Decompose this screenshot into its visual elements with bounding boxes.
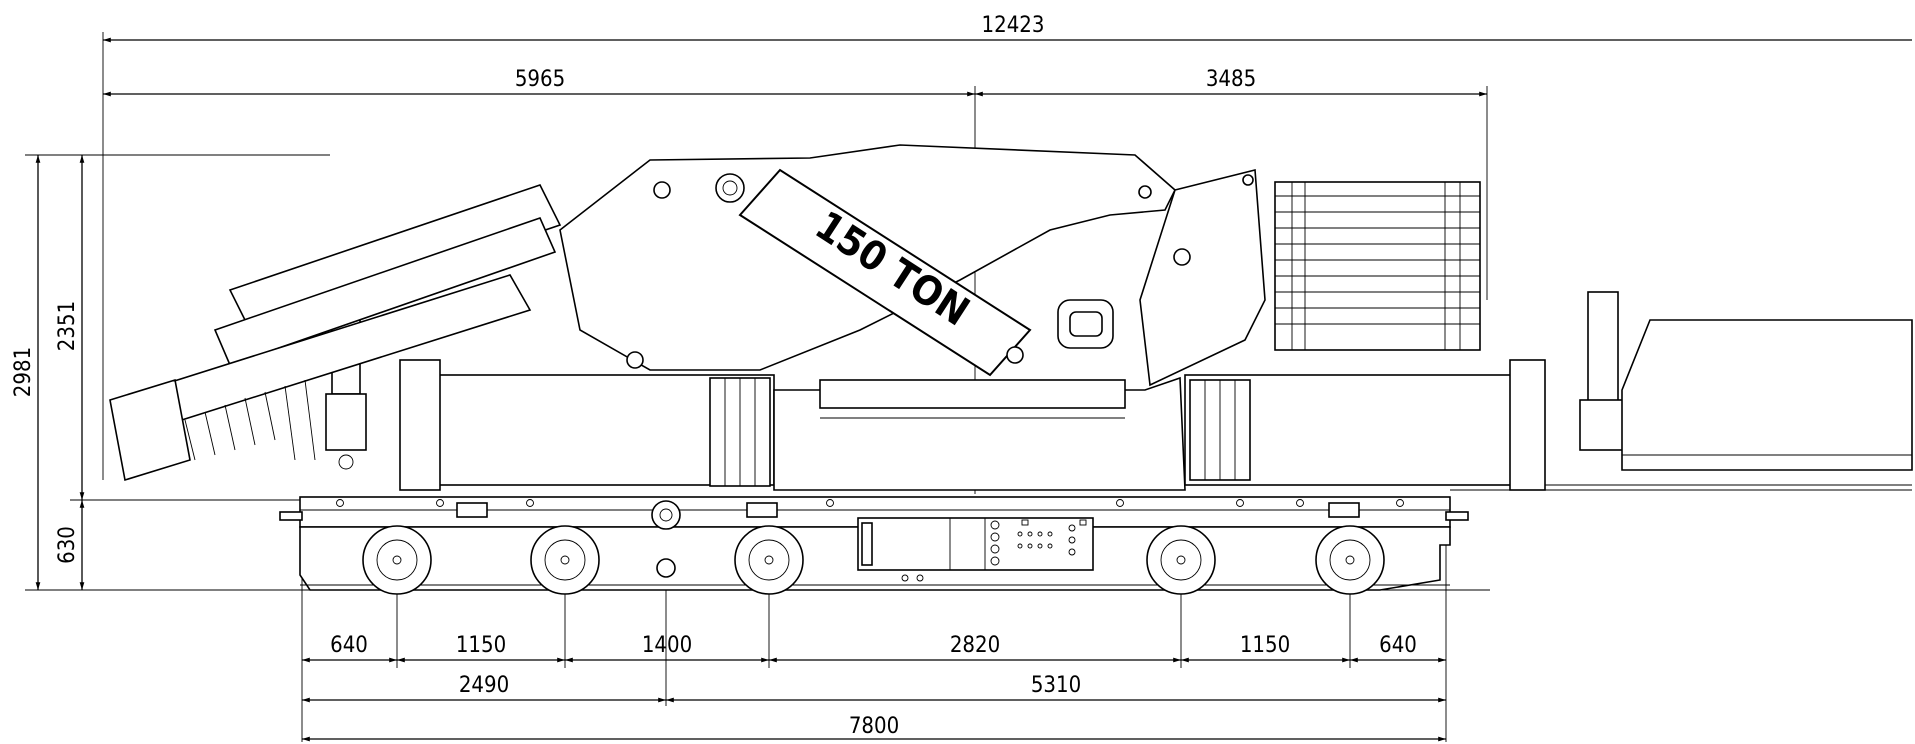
dim-axle-640-left: 640 — [330, 633, 368, 658]
counterweight-stack — [1274, 181, 1481, 351]
dim-front-overhang: 5965 — [515, 67, 565, 92]
carrier-body — [325, 291, 1913, 491]
wheel-4 — [1146, 525, 1216, 595]
jib-rungs — [184, 379, 316, 461]
dim-axle-1150-left: 1150 — [456, 633, 506, 658]
dim-group-5310: 5310 — [1031, 673, 1081, 698]
trailer-chassis — [279, 496, 1469, 595]
dim-deck-height: 630 — [55, 526, 80, 564]
wheel-5 — [1315, 525, 1385, 595]
dim-axle-2820: 2820 — [950, 633, 1000, 658]
dim-axle-1400: 1400 — [642, 633, 692, 658]
dim-overall-length: 12423 — [982, 13, 1045, 38]
wheels — [362, 500, 1385, 595]
wheel-1 — [362, 525, 432, 595]
dim-total-height: 2981 — [11, 347, 36, 397]
dim-axle-640-right: 640 — [1379, 633, 1417, 658]
dim-crane-height: 2351 — [55, 301, 80, 351]
dim-axle-1150-right: 1150 — [1240, 633, 1290, 658]
dim-rear-section: 3485 — [1206, 67, 1256, 92]
wheel-3 — [734, 525, 804, 595]
wheel-2 — [530, 525, 600, 595]
folded-jib-sections — [109, 184, 562, 482]
crane-house-and-boom: 150 TON — [559, 144, 1481, 387]
dim-group-2490: 2490 — [459, 673, 509, 698]
deck-holes — [336, 499, 1404, 518]
dim-chassis-length: 7800 — [849, 714, 899, 739]
control-panel — [857, 517, 1094, 582]
